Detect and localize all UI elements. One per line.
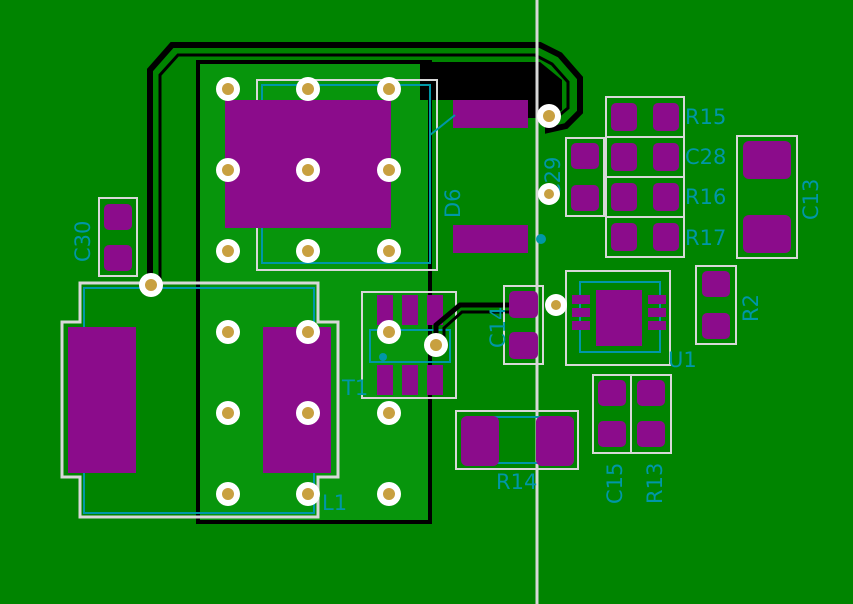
- r15-footprint: [605, 96, 685, 138]
- t1-outline: [361, 291, 457, 399]
- c13-pad-2: [743, 215, 791, 253]
- c14-pad-1: [509, 291, 538, 318]
- r2-outline: [695, 265, 737, 345]
- label-r16: R16: [685, 185, 726, 209]
- thru-hole-drill: [302, 83, 314, 95]
- via-grid: [216, 77, 401, 506]
- label-d6: D6: [441, 188, 465, 218]
- u1-pin-6: [648, 321, 666, 330]
- thru-hole-drill: [383, 488, 395, 500]
- via-c14-hole: [551, 300, 561, 310]
- via-net: [536, 234, 546, 244]
- via-d6-hole: [543, 110, 555, 122]
- t1-pad-4: [377, 365, 393, 395]
- r14-pad-1: [461, 416, 499, 466]
- label-r2: R2: [739, 294, 763, 322]
- t1-pin1-marker: [379, 353, 387, 361]
- c14-pad-2: [509, 332, 538, 359]
- label-c13: C13: [799, 179, 823, 220]
- r2-pad-2: [702, 313, 730, 339]
- label-r15: R15: [685, 105, 726, 129]
- c14-outline: [503, 285, 544, 365]
- t1-fab: [369, 329, 451, 363]
- u1-outline: [565, 270, 671, 366]
- c13-pad-1: [743, 141, 791, 179]
- l1-pad-2: [263, 327, 331, 473]
- thru-hole-drill: [302, 164, 314, 176]
- t1-pad-6: [427, 365, 443, 395]
- r17-footprint: [605, 216, 685, 258]
- t1-pad-2: [402, 295, 418, 325]
- d6-pad-anode: [453, 100, 528, 128]
- via-l1-hole: [145, 279, 157, 291]
- power-trace-inner: [158, 53, 570, 285]
- thru-hole-drill: [302, 245, 314, 257]
- via-t1-hole: [430, 339, 442, 351]
- c30-outline: [98, 197, 138, 277]
- r14-pad-2: [536, 416, 574, 466]
- u1-thermal-pad: [596, 290, 642, 346]
- label-r13: R13: [643, 463, 667, 504]
- c29-outline: [565, 137, 605, 217]
- thru-hole-drill: [222, 326, 234, 338]
- label-c30: C30: [71, 221, 95, 262]
- thru-hole-drill: [222, 407, 234, 419]
- label-r14: R14: [496, 470, 537, 494]
- r13-footprint: [630, 374, 672, 454]
- label-c15: C15: [603, 463, 627, 504]
- c30-pad-2: [104, 245, 132, 271]
- c30-pad-1: [104, 204, 132, 230]
- d6-pad-cathode: [453, 225, 528, 253]
- c28-footprint: [605, 136, 685, 178]
- label-c28: C28: [685, 145, 726, 169]
- u1-pin-4: [648, 295, 666, 304]
- c29-pad-1: [571, 143, 599, 169]
- thru-hole-drill: [302, 407, 314, 419]
- label-u1: U1: [668, 348, 697, 372]
- t1-pad-3: [427, 295, 443, 325]
- c29-pad-2: [571, 185, 599, 211]
- thru-hole-drill: [383, 164, 395, 176]
- u1-pin-3: [572, 321, 590, 330]
- thru-hole-drill: [222, 164, 234, 176]
- r2-pad-1: [702, 271, 730, 297]
- via-c29-hole: [544, 189, 554, 199]
- u1-pin-2: [572, 308, 590, 317]
- thru-hole-drill: [222, 83, 234, 95]
- u1-pin-5: [648, 308, 666, 317]
- label-t1: T1: [341, 376, 368, 400]
- thru-hole-drill: [383, 245, 395, 257]
- thru-hole-drill: [383, 407, 395, 419]
- d6-trace: [429, 114, 456, 136]
- thru-hole-drill: [222, 245, 234, 257]
- r16-footprint: [605, 176, 685, 218]
- thru-hole-drill: [302, 326, 314, 338]
- power-trace: [147, 42, 583, 285]
- thru-hole-drill: [302, 488, 314, 500]
- t1-pad-5: [402, 365, 418, 395]
- thru-hole-drill: [383, 326, 395, 338]
- label-l1: L1: [322, 491, 347, 515]
- label-r17: R17: [685, 226, 726, 250]
- thru-hole-drill: [222, 488, 234, 500]
- c13-outline: [736, 135, 798, 259]
- u1-pin-1: [572, 295, 590, 304]
- thru-hole-drill: [383, 83, 395, 95]
- l1-outline: [60, 281, 340, 519]
- t1-pad-1: [377, 295, 393, 325]
- label-c14: C14: [486, 307, 510, 348]
- l1-pad-1: [68, 327, 136, 473]
- r14-outline: [455, 410, 579, 470]
